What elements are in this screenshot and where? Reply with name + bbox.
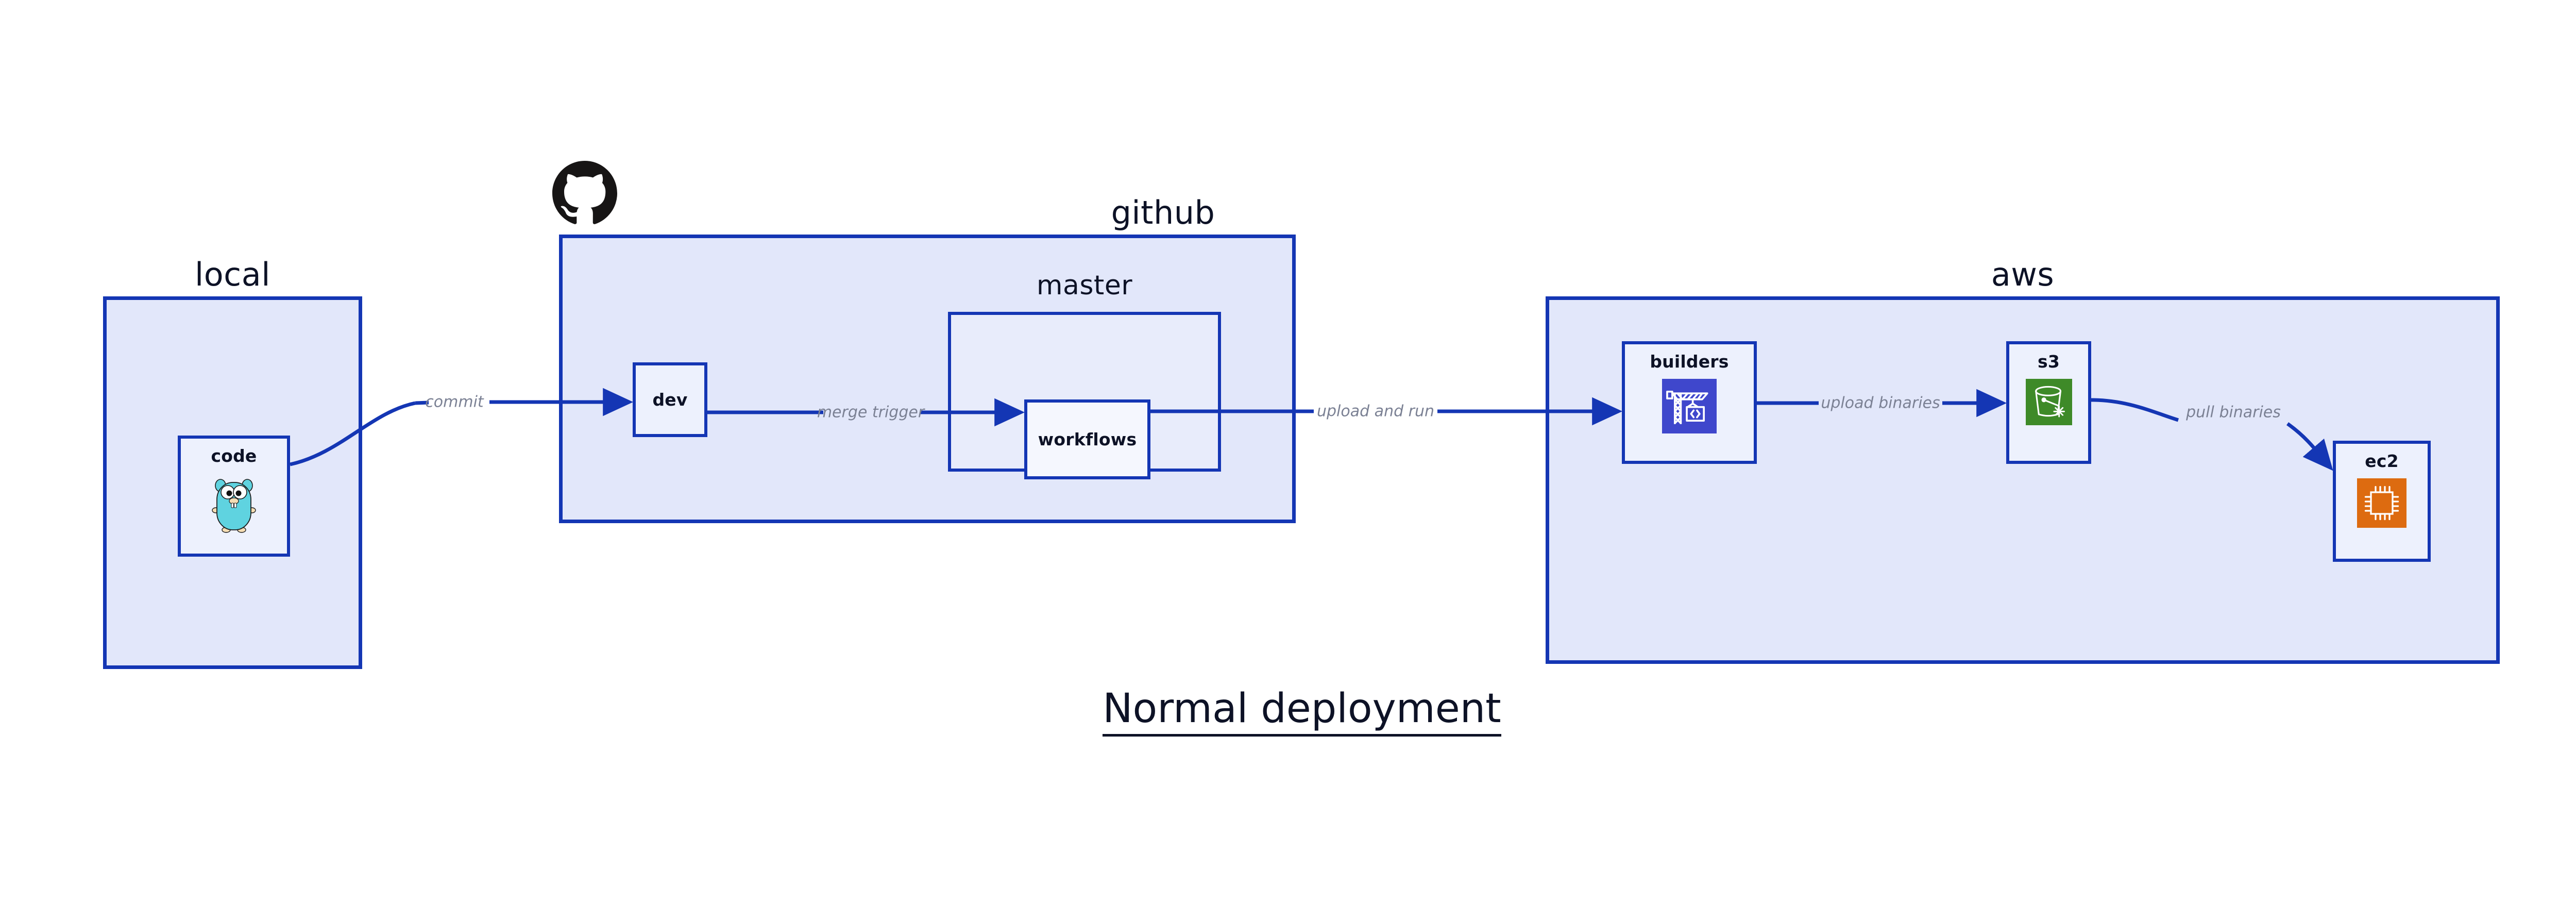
edge-label-upload-and-run: upload and run: [1316, 402, 1435, 421]
edge-label-commit: commit: [425, 393, 484, 411]
crane-code-icon: [1662, 379, 1717, 433]
node-label-s3: s3: [2037, 352, 2060, 372]
group-label-master: master: [1036, 270, 1133, 301]
group-label-local: local: [195, 256, 270, 293]
cpu-chip-icon: [2357, 478, 2406, 528]
node-code[interactable]: code: [178, 436, 290, 557]
group-label-github: github: [1111, 194, 1215, 231]
diagram-title: Normal deployment: [0, 686, 2576, 737]
node-dev[interactable]: dev: [633, 362, 707, 437]
go-gopher-icon: [212, 473, 256, 533]
node-s3[interactable]: s3: [2006, 341, 2091, 464]
node-ec2[interactable]: ec2: [2333, 441, 2431, 562]
node-label-code: code: [211, 446, 257, 466]
node-label-dev: dev: [652, 390, 688, 410]
edge-label-pull-binaries: pull binaries: [2186, 403, 2281, 422]
node-label-ec2: ec2: [2365, 451, 2399, 471]
edge-label-merge-trigger: merge trigger: [817, 403, 925, 422]
node-workflows[interactable]: workflows: [1024, 399, 1150, 479]
group-label-aws: aws: [1991, 256, 2055, 293]
node-builders[interactable]: builders: [1622, 341, 1757, 464]
diagram-title-text: Normal deployment: [1103, 686, 1501, 737]
node-label-workflows: workflows: [1038, 429, 1137, 449]
s3-bucket-icon: [2025, 379, 2072, 425]
node-label-builders: builders: [1650, 352, 1729, 372]
edge-label-upload-binaries: upload binaries: [1821, 394, 1940, 412]
github-octocat-logo: [552, 161, 617, 226]
